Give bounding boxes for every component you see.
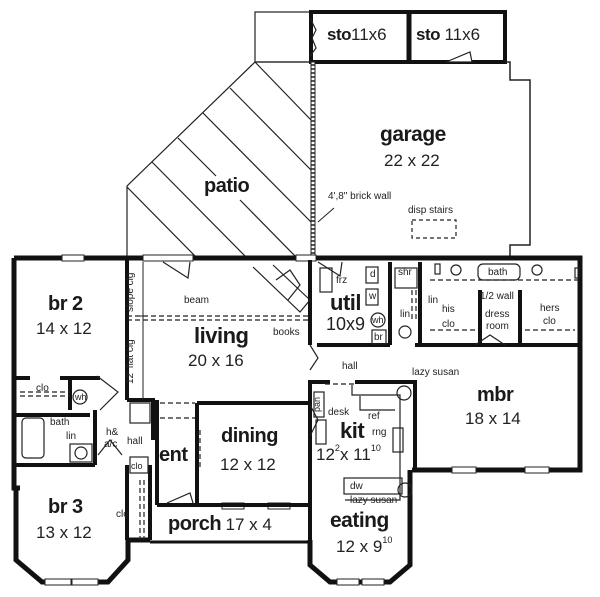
bath-util-label: br [374, 332, 383, 343]
master-bath-fixtures [434, 263, 580, 281]
kitchen-counters [313, 385, 413, 501]
dress-room-label-a: dress [485, 309, 510, 320]
room-label-ent: ent [159, 444, 188, 466]
his-closet-label-a: his [442, 304, 455, 315]
room-label-sto-1: sto11x6 [327, 25, 387, 44]
room-label-sto-2: sto 11x6 [416, 25, 481, 44]
closet-br2-label: clo [36, 383, 49, 394]
dishwasher-label: dw [350, 481, 363, 492]
shower-label: shr [398, 267, 412, 278]
room-label-patio: patio [204, 175, 250, 197]
closet-br3-label: clo [116, 509, 129, 520]
room-dim-mbr: 18 x 14 [465, 409, 521, 428]
water-heater-util-label: wh [372, 315, 384, 325]
left-bath-fixtures [21, 389, 151, 474]
flat-ceiling-note: 12' flat clg [125, 339, 136, 384]
room-label-dining: dining [221, 425, 278, 447]
room-label-br3: br 3 [48, 496, 83, 518]
refrigerator-label: ref [368, 411, 380, 422]
hall-top-label: hall [342, 361, 358, 372]
his-closet-label-b: clo [442, 319, 455, 330]
linen-mbr-2-label: lin [400, 309, 411, 320]
closet-hall-label: clo [131, 461, 143, 471]
half-wall-note: 1/2 wall [480, 291, 514, 302]
interior-walls [16, 260, 580, 542]
room-label-kit: kit [340, 418, 365, 443]
room-label-porch: porch 17 x 4 [168, 513, 272, 535]
freezer-label: frz [336, 275, 348, 286]
lazy-susan-top-label: lazy susan [412, 367, 460, 378]
room-label-garage: garage [380, 123, 446, 146]
hers-closet-label-b: clo [543, 316, 556, 327]
hers-closet-label-a: hers [540, 303, 560, 314]
hall-left-label: hall [127, 436, 143, 447]
hvac-label-a: h& [106, 427, 119, 438]
room-dim-eating: 12 x 910 [336, 535, 393, 556]
room-label-eating: eating [330, 509, 389, 532]
room-label-mbr: mbr [477, 384, 514, 406]
room-label-util: util [330, 290, 362, 315]
books-note: books [273, 327, 300, 338]
patio-outline [126, 61, 312, 258]
room-dim-dining: 12 x 12 [220, 455, 276, 474]
pantry-label: pan [312, 396, 322, 412]
disp-stairs-note: disp stairs [408, 205, 454, 216]
range-label: rng [372, 427, 387, 438]
dress-room-label-b: room [486, 321, 509, 332]
linen-left-label: lin [66, 431, 77, 442]
hvac-label-b: a/c [104, 439, 118, 450]
bath-left-label: bath [50, 417, 70, 428]
water-heater-br2-label: wh [75, 392, 87, 402]
room-dim-util: 10x9 [326, 314, 366, 334]
washer-label: w [369, 291, 377, 302]
utility-fixtures [319, 266, 418, 345]
dryer-label: d [370, 269, 376, 280]
room-dim-garage: 22 x 22 [384, 151, 440, 170]
room-dim-kit: 122x 1110 [316, 443, 381, 464]
room-dim-living: 20 x 16 [188, 351, 244, 370]
brick-wall-note: 4',8" brick wall [328, 191, 392, 202]
room-dim-br2: 14 x 12 [36, 319, 92, 338]
beam-note: beam [184, 295, 210, 306]
slope-ceiling-note: slope clg [125, 272, 136, 312]
lazy-susan-bottom-label: lazy susan [350, 495, 398, 506]
fireplace [252, 264, 311, 313]
storage-rooms [254, 10, 507, 64]
linen-mbr-1-label: lin [428, 295, 439, 306]
room-label-living: living [194, 323, 249, 348]
garage-outline [310, 61, 531, 259]
room-label-br2: br 2 [48, 293, 83, 315]
desk-label: desk [328, 407, 350, 418]
dashed-lines [20, 279, 580, 540]
ceiling-dimension-lines [139, 262, 147, 400]
room-dim-br3: 13 x 12 [36, 523, 92, 542]
master-bath-label: bath [488, 267, 508, 278]
